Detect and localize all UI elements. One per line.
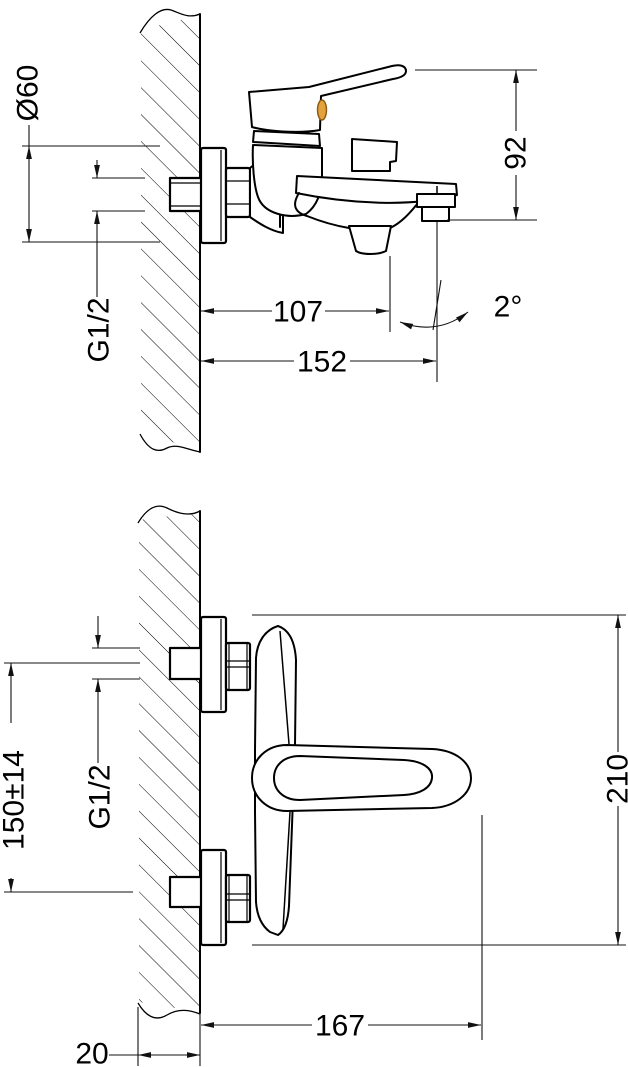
label-thread-plan: G1/2 <box>84 764 117 829</box>
spout-rear-hump <box>351 138 398 172</box>
diverter-knob <box>348 225 392 255</box>
handle-neck <box>252 130 321 147</box>
faucet-side <box>168 64 458 255</box>
dim-height-92: 92 <box>415 69 537 221</box>
dim-inlet-spacing: 150±14 <box>0 662 140 893</box>
dim-angle-2deg: 2° <box>399 279 523 331</box>
label-projection-167: 167 <box>315 1010 365 1043</box>
dim-thread-plan: G1/2 <box>84 616 140 830</box>
spout-underside-left <box>294 192 350 229</box>
spout-underside-right <box>389 202 419 229</box>
wall-break-bottom-plan <box>137 1002 201 1019</box>
wall-break-top-plan <box>137 505 201 524</box>
wall-break-top <box>139 8 201 34</box>
aerator-tip <box>421 206 450 222</box>
dim-wall-thickness-20: 20 <box>75 1007 201 1067</box>
label-reach-107: 107 <box>273 296 323 329</box>
label-flange-diameter: Ø60 <box>12 65 45 122</box>
mounting-flange-lower <box>199 848 228 947</box>
inlet-connection-upper <box>168 615 252 714</box>
aerator-housing <box>416 193 456 208</box>
temp-indicator-dot <box>316 99 328 121</box>
lever-handle <box>248 64 407 133</box>
dim-thread-side: G1/2 <box>83 160 145 363</box>
plan-view: 150±14 G1/2 210 167 <box>0 505 628 1067</box>
mounting-flange-upper <box>199 615 228 714</box>
label-height-92: 92 <box>500 136 533 169</box>
supply-pipe-upper <box>168 646 204 681</box>
wall-break-bottom <box>139 433 201 453</box>
mounting-flange <box>199 146 228 245</box>
dim-flange-diameter: Ø60 <box>12 65 160 243</box>
label-angle-2deg: 2° <box>494 291 523 324</box>
faucet-plan <box>251 625 472 936</box>
dim-depth-152: 152 <box>201 222 438 382</box>
wall-hatching <box>141 15 200 451</box>
dim-overall-span-210: 210 <box>252 614 628 946</box>
lever-top-face <box>273 755 434 801</box>
label-inlet-spacing: 150±14 <box>0 750 31 850</box>
label-depth-152: 152 <box>297 346 347 379</box>
wall-section <box>139 8 201 453</box>
label-thread-side: G1/2 <box>83 297 116 362</box>
wall-section-plan <box>137 505 201 1019</box>
label-wall-thickness-20: 20 <box>75 1038 108 1067</box>
dim-projection-167: 167 <box>201 815 483 1043</box>
dim-reach-107: 107 <box>201 256 391 332</box>
supply-pipe-lower <box>168 875 204 909</box>
inlet-connection-lower <box>168 848 252 947</box>
hex-nut <box>224 166 252 219</box>
label-overall-span-210: 210 <box>602 754 628 804</box>
wall-hatching-plan <box>139 512 200 1012</box>
body-ridge-upper <box>279 630 290 745</box>
side-view: Ø60 G1/2 92 107 <box>12 8 537 453</box>
body-ridge-lower <box>282 811 291 930</box>
hex-nut-lower <box>224 873 252 924</box>
